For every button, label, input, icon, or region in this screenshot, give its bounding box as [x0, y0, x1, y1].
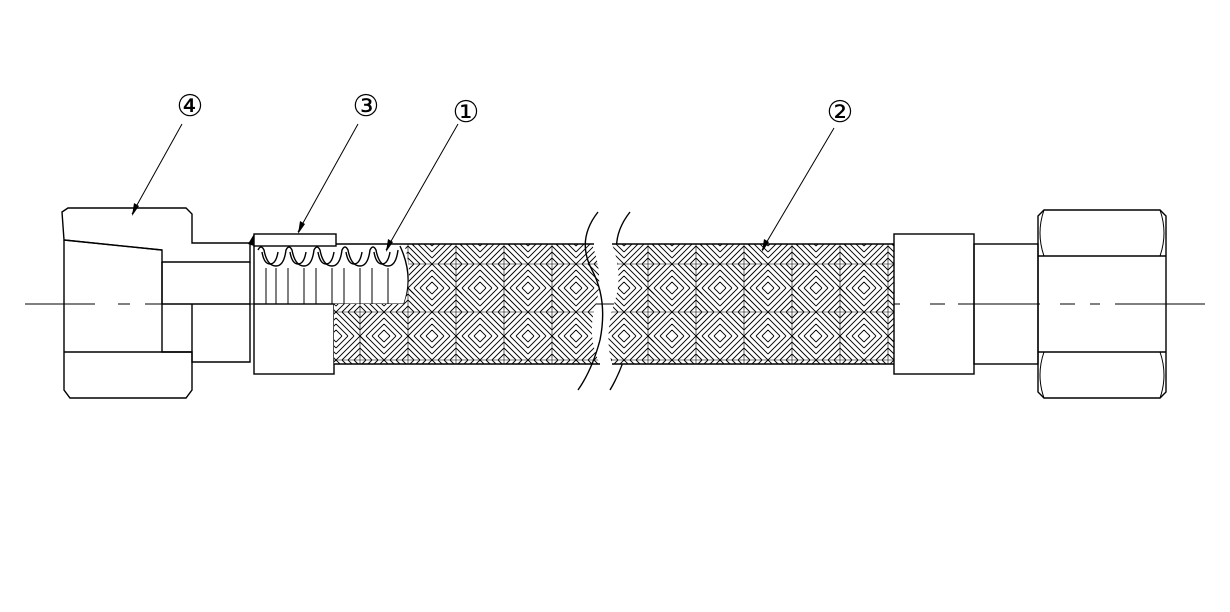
braided-hose-left — [334, 243, 600, 365]
callout-4-label: ④ — [177, 89, 204, 124]
callout-3-label: ③ — [353, 89, 380, 124]
leader-lines — [131, 123, 835, 252]
callout-2-label: ② — [827, 95, 854, 130]
callout-1-label: ① — [453, 95, 480, 130]
corrugated-tube — [257, 245, 409, 305]
braided-hose-right — [608, 243, 894, 365]
ferrule — [248, 233, 337, 375]
left-nut — [61, 207, 251, 399]
right-fitting — [893, 209, 1167, 399]
